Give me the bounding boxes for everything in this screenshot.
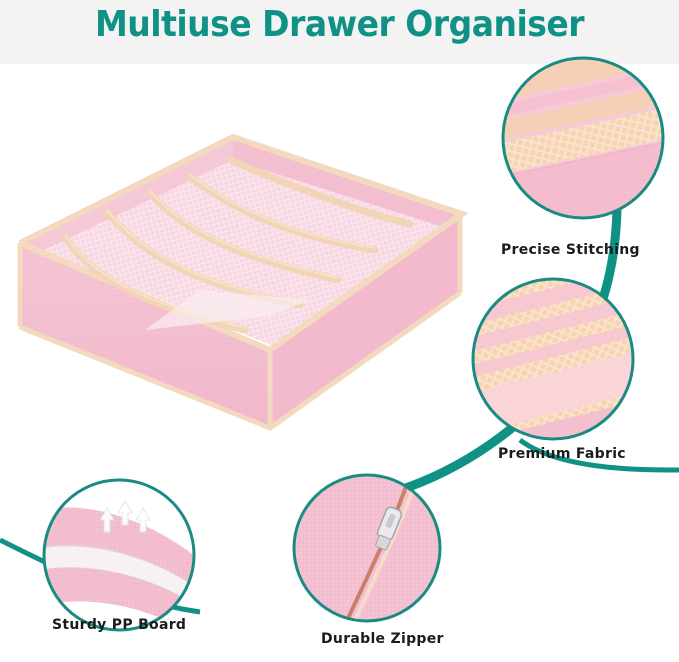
feature-label-zipper: Durable Zipper: [321, 631, 444, 647]
feature-label-board: Sturdy PP Board: [52, 617, 187, 633]
drawer-organiser-box: [17, 133, 469, 431]
zipper-detail-circle: [292, 473, 442, 623]
feature-label-stitching: Precise Stitching: [501, 242, 640, 258]
feature-label-fabric: Premium Fabric: [498, 446, 626, 462]
arrow-up-icon: [99, 500, 151, 533]
pp-board-detail-circle: [42, 478, 196, 632]
header-band: [0, 0, 679, 64]
page-title: Multiuse Drawer Organiser: [94, 2, 585, 45]
stitching-detail-circle: [501, 56, 665, 220]
fabric-detail-circle: [471, 277, 635, 441]
